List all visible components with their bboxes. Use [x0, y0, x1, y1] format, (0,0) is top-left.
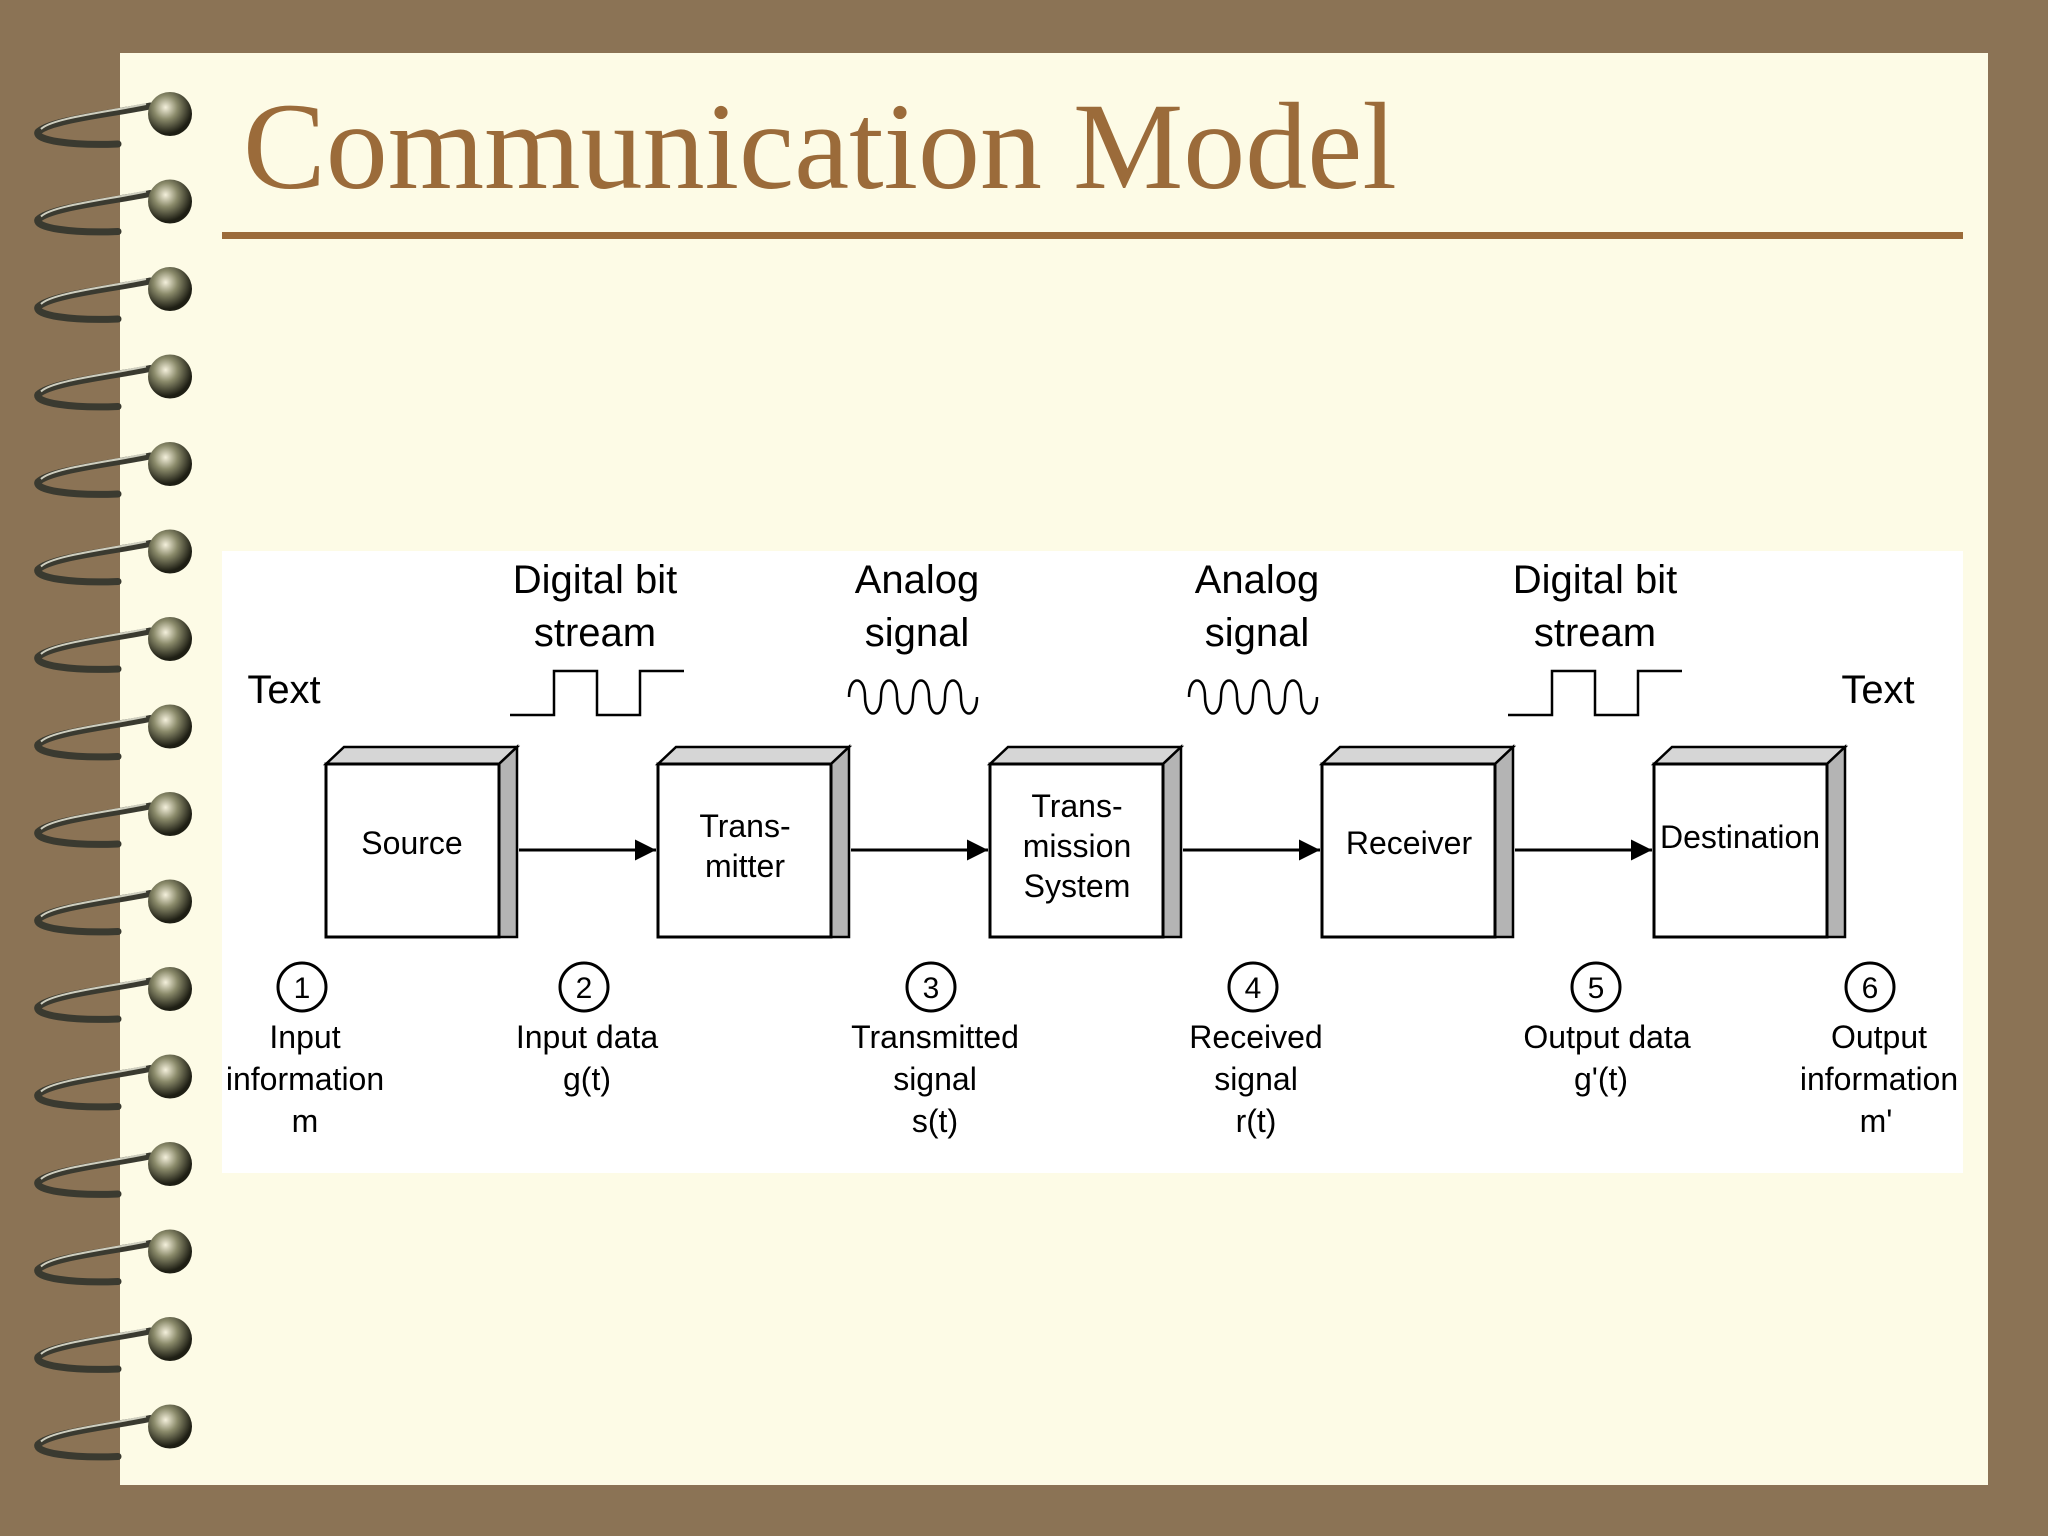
- stage-caption: signal: [893, 1061, 977, 1097]
- title-underline: [222, 232, 1963, 239]
- digital-bit-stream-1-line2: stream: [534, 611, 656, 655]
- spiral-ring: [34, 92, 192, 148]
- spiral-ring: [34, 792, 192, 848]
- box-label: Trans-: [699, 808, 790, 844]
- stage-number: 5: [1588, 972, 1605, 1005]
- stage-caption: Input: [269, 1019, 340, 1055]
- stage-caption: signal: [1214, 1061, 1298, 1097]
- stage-5-marker: 5: [1570, 961, 1622, 1013]
- spiral-ring: [34, 967, 192, 1023]
- stage-caption: r(t): [1236, 1103, 1277, 1139]
- analog-signal-1-line2: signal: [865, 611, 970, 655]
- digital-bit-stream-2-line1: Digital bit: [1513, 558, 1678, 602]
- stage-number: 2: [576, 972, 593, 1005]
- spiral-ring: [34, 1229, 192, 1286]
- source-box: Source: [322, 744, 521, 939]
- stage-caption: m: [292, 1103, 319, 1139]
- square-wave-icon: [510, 669, 684, 717]
- spiral-ring: [34, 354, 192, 411]
- stage-caption: Output: [1831, 1019, 1927, 1055]
- spiral-ring: [34, 617, 192, 673]
- digital-bit-stream-1-line1: Digital bit: [513, 558, 678, 602]
- stage-caption: m': [1860, 1103, 1893, 1139]
- spiral-ring: [34, 1054, 192, 1111]
- text-label-left: Text: [247, 668, 320, 712]
- analog-signal-1-line1: Analog: [855, 558, 980, 602]
- box-label: mitter: [705, 848, 785, 884]
- stage-number: 3: [923, 972, 940, 1005]
- stage-caption: Received: [1189, 1019, 1322, 1055]
- stage-3-marker: 3: [905, 961, 957, 1013]
- destination-box: Destination: [1650, 744, 1849, 939]
- stage-caption: Transmitted: [851, 1019, 1019, 1055]
- spiral-ring: [34, 879, 192, 936]
- stage-number: 4: [1245, 972, 1262, 1005]
- spiral-binding: [34, 92, 192, 1461]
- spiral-ring: [34, 442, 192, 498]
- spiral-ring: [34, 267, 192, 323]
- stage-caption: information: [226, 1061, 384, 1097]
- box-label: Receiver: [1346, 825, 1473, 861]
- stage-caption: Input data: [516, 1019, 659, 1055]
- analog-signal-2-line1: Analog: [1195, 558, 1320, 602]
- stage-caption: g(t): [563, 1061, 611, 1097]
- text-label-right: Text: [1841, 668, 1914, 712]
- box-label: Destination: [1660, 819, 1820, 855]
- box-label: mission: [1023, 828, 1131, 864]
- stage-caption: Output data: [1523, 1019, 1690, 1055]
- stage-caption: s(t): [912, 1103, 958, 1139]
- spiral-ring: [34, 704, 192, 761]
- digital-bit-stream-2-line2: stream: [1534, 611, 1656, 655]
- slide-title: Communication Model: [243, 78, 1397, 215]
- sine-wave-icon: [847, 679, 979, 715]
- receiver-box: Receiver: [1318, 744, 1517, 939]
- stage-number: 1: [294, 972, 311, 1005]
- communication-model-diagram: Text Text Digital bit stream Analog sign…: [222, 551, 1963, 1173]
- spiral-ring: [34, 1317, 192, 1373]
- transmitter-box: Trans- mitter: [654, 744, 853, 939]
- box-label: Source: [361, 825, 462, 861]
- stage-caption: information: [1800, 1061, 1958, 1097]
- spiral-ring: [34, 1404, 192, 1461]
- stage-2-marker: 2: [558, 961, 610, 1013]
- analog-signal-2-line2: signal: [1205, 611, 1310, 655]
- transmission-system-box: Trans- mission System: [986, 744, 1185, 939]
- stage-number: 6: [1862, 972, 1879, 1005]
- sine-wave-icon: [1187, 679, 1319, 715]
- stage-6-marker: 6: [1844, 961, 1896, 1013]
- spiral-ring: [34, 529, 192, 586]
- stage-1-marker: 1: [276, 961, 328, 1013]
- box-label: System: [1024, 868, 1131, 904]
- stage-4-marker: 4: [1227, 961, 1279, 1013]
- spiral-ring: [34, 1142, 192, 1198]
- stage-caption: g'(t): [1574, 1061, 1628, 1097]
- square-wave-icon: [1508, 669, 1682, 717]
- box-label: Trans-: [1031, 788, 1122, 824]
- spiral-ring: [34, 179, 192, 236]
